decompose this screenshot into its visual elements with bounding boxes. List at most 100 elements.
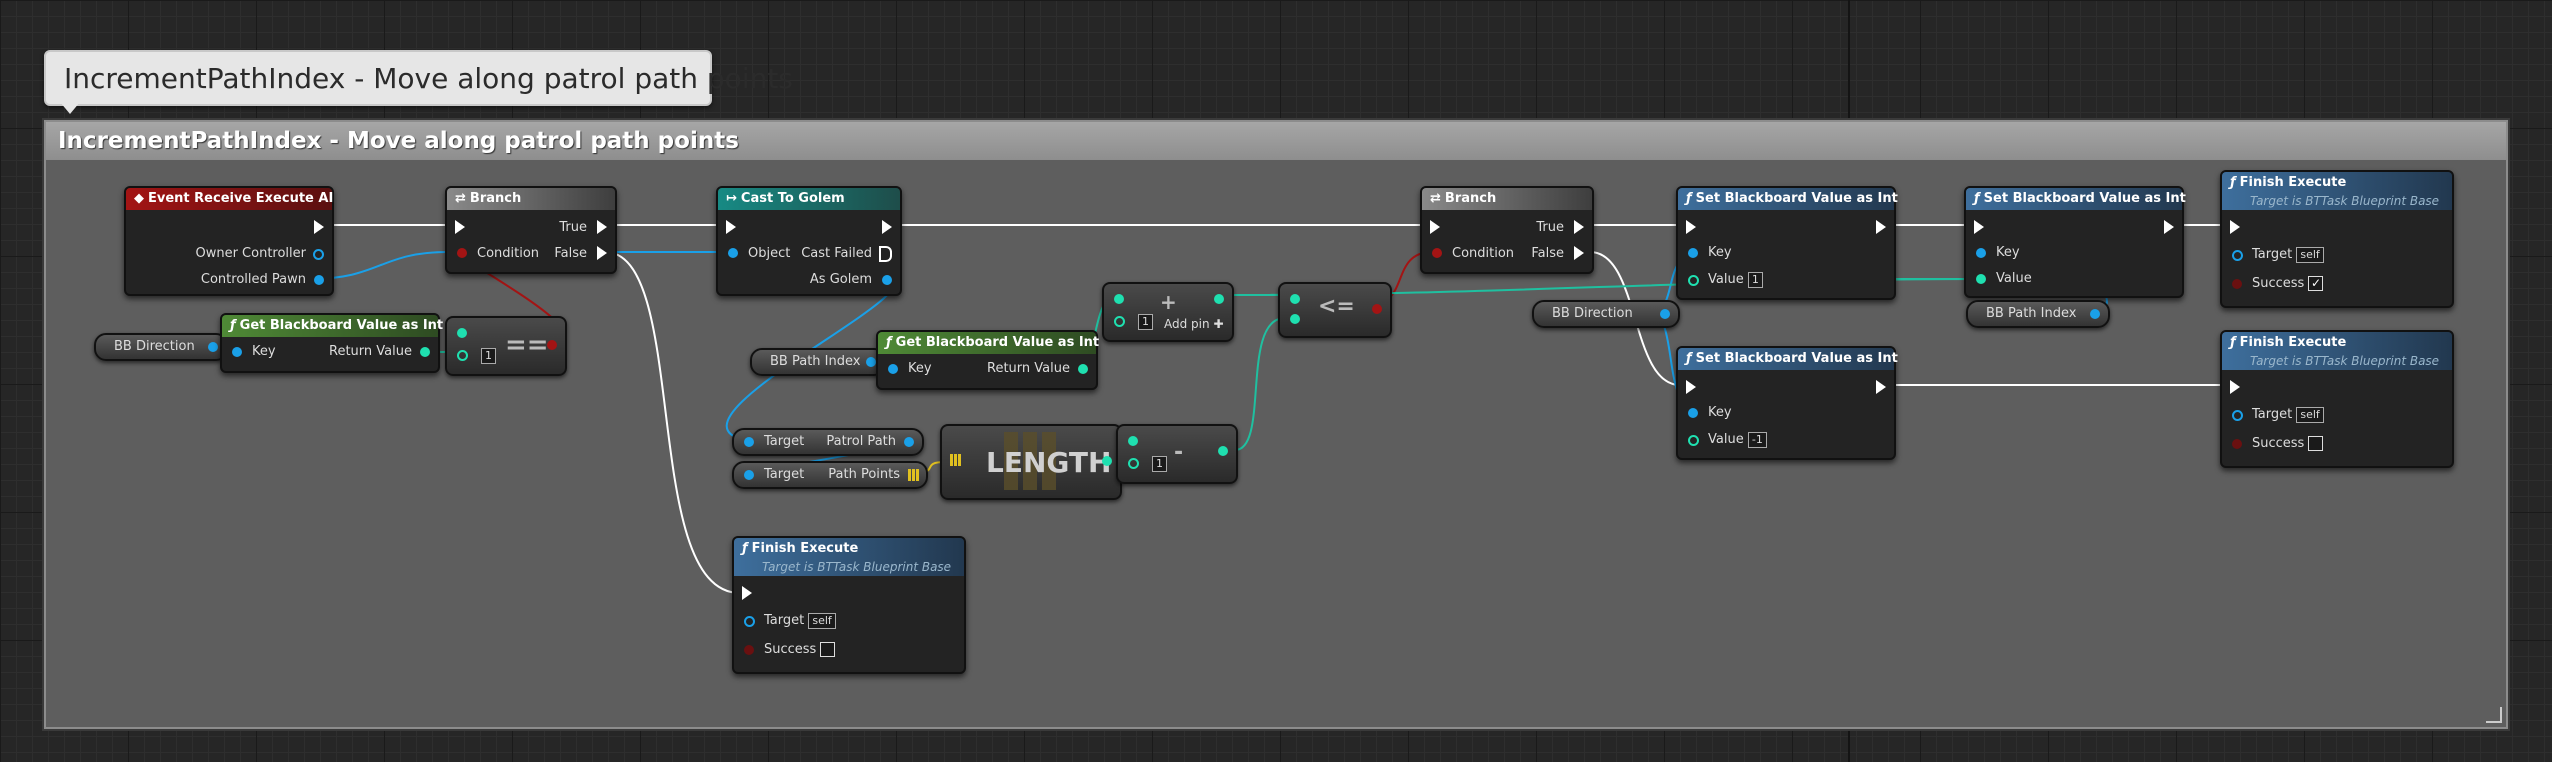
less-equal-node[interactable]: <= — [1278, 282, 1392, 338]
set-value[interactable]: 1 — [1747, 272, 1763, 288]
b-pin[interactable] — [1128, 458, 1139, 469]
exec-out-pin[interactable] — [2434, 380, 2444, 394]
key-pin[interactable] — [1688, 248, 1698, 258]
result-pin[interactable] — [547, 340, 557, 350]
owner-controller-pin[interactable] — [313, 249, 324, 260]
add-value[interactable]: 1 — [1138, 314, 1153, 330]
set-value[interactable]: -1 — [1747, 432, 1767, 448]
subtract-value[interactable]: 1 — [1152, 456, 1167, 472]
b-pin[interactable] — [1290, 314, 1300, 324]
result-pin[interactable] — [1218, 446, 1228, 456]
bb-path-index-variable-2[interactable]: BB Path Index — [1966, 300, 2110, 328]
key-pin[interactable] — [888, 364, 898, 374]
exec-out-pin[interactable] — [2164, 220, 2174, 234]
target-pin[interactable] — [744, 437, 754, 447]
cast-to-golem-node[interactable]: ↦Cast To Golem Object Cast Failed As Gol… — [716, 186, 902, 296]
event-receive-execute-ai-node[interactable]: ◆Event Receive Execute AI Owner Controll… — [124, 186, 334, 296]
return-value-pin[interactable] — [1078, 364, 1088, 374]
path-points-getter[interactable]: Target Path Points — [732, 461, 928, 489]
success-checkbox[interactable] — [820, 642, 836, 657]
exec-out-pin[interactable] — [2434, 220, 2444, 234]
equals-value[interactable]: 1 — [481, 348, 496, 364]
a-pin[interactable] — [457, 328, 467, 338]
condition-pin[interactable] — [1432, 248, 1442, 258]
target-pin[interactable] — [744, 470, 754, 480]
value-pin[interactable] — [1976, 274, 1986, 284]
true-exec-pin[interactable] — [597, 220, 607, 234]
a-pin[interactable] — [1128, 436, 1138, 446]
result-pin[interactable] — [1372, 304, 1382, 314]
key-pin[interactable] — [232, 347, 242, 357]
add-node[interactable]: 1 + Add pin ✚ — [1102, 282, 1234, 342]
success-checkbox[interactable] — [2308, 276, 2324, 291]
exec-in-pin[interactable] — [1974, 220, 1984, 234]
array-pin-icon[interactable] — [908, 469, 920, 481]
exec-out-pin[interactable] — [946, 586, 956, 600]
key-pin[interactable] — [1688, 408, 1698, 418]
subtract-node[interactable]: 1 - — [1116, 424, 1238, 484]
value-pin[interactable] — [1688, 275, 1699, 286]
a-pin[interactable] — [1290, 294, 1300, 304]
exec-in-pin[interactable] — [742, 586, 752, 600]
exec-out-pin[interactable] — [882, 220, 892, 234]
as-golem-pin[interactable] — [882, 275, 892, 285]
equals-node[interactable]: 1 == — [445, 316, 567, 376]
b-pin[interactable] — [1114, 316, 1125, 327]
variable-out-pin[interactable] — [2090, 309, 2100, 319]
exec-in-pin[interactable] — [726, 220, 736, 234]
success-pin[interactable] — [2232, 439, 2242, 449]
target-value[interactable]: self — [2296, 407, 2324, 423]
comment-header[interactable]: IncrementPathIndex - Move along patrol p… — [46, 122, 2506, 160]
return-value-pin[interactable] — [420, 347, 430, 357]
a-pin[interactable] — [1114, 294, 1124, 304]
target-value[interactable]: self — [2296, 247, 2324, 263]
false-exec-pin[interactable] — [597, 246, 607, 260]
branch-node-2[interactable]: ⇄Branch Condition True False — [1420, 186, 1594, 274]
target-pin[interactable] — [2232, 250, 2243, 261]
array-pin-icon[interactable] — [950, 454, 962, 466]
false-exec-pin[interactable] — [1574, 246, 1584, 260]
target-pin[interactable] — [2232, 410, 2243, 421]
exec-in-pin[interactable] — [2230, 220, 2240, 234]
b-pin[interactable] — [457, 350, 468, 361]
exec-in-pin[interactable] — [1430, 220, 1440, 234]
bb-direction-variable-2[interactable]: BB Direction — [1532, 300, 1680, 328]
cast-failed-pin[interactable] — [879, 246, 892, 262]
value-pin[interactable] — [1688, 435, 1699, 446]
result-pin[interactable] — [1214, 294, 1224, 304]
success-checkbox[interactable] — [2308, 436, 2324, 451]
controlled-pawn-pin[interactable] — [314, 275, 324, 285]
variable-out-pin[interactable] — [1660, 309, 1670, 319]
target-value[interactable]: self — [808, 613, 836, 629]
branch-node-1[interactable]: ⇄Branch Condition True False — [445, 186, 617, 274]
exec-in-pin[interactable] — [455, 220, 465, 234]
comment-bubble[interactable]: IncrementPathIndex - Move along patrol p… — [44, 50, 793, 106]
success-pin[interactable] — [2232, 279, 2242, 289]
condition-pin[interactable] — [457, 248, 467, 258]
exec-in-pin[interactable] — [1686, 220, 1696, 234]
true-exec-pin[interactable] — [1574, 220, 1584, 234]
target-pin[interactable] — [744, 616, 755, 627]
exec-out-pin[interactable] — [314, 220, 324, 234]
variable-out-pin[interactable] — [208, 342, 218, 352]
exec-out-pin[interactable] — [1876, 220, 1886, 234]
exec-in-pin[interactable] — [1686, 380, 1696, 394]
exec-in-pin[interactable] — [2230, 380, 2240, 394]
variable-out-pin[interactable] — [866, 357, 876, 367]
key-pin[interactable] — [1976, 248, 1986, 258]
patrol-path-getter[interactable]: Target Patrol Path — [732, 428, 924, 456]
exec-out-pin[interactable] — [1876, 380, 1886, 394]
bb-direction-variable[interactable]: BB Direction — [94, 333, 228, 361]
comment-resize-handle[interactable] — [2486, 707, 2502, 723]
success-pin[interactable] — [744, 645, 754, 655]
length-node[interactable]: LENGTH — [940, 424, 1122, 500]
patrol-path-pin[interactable] — [904, 437, 914, 447]
